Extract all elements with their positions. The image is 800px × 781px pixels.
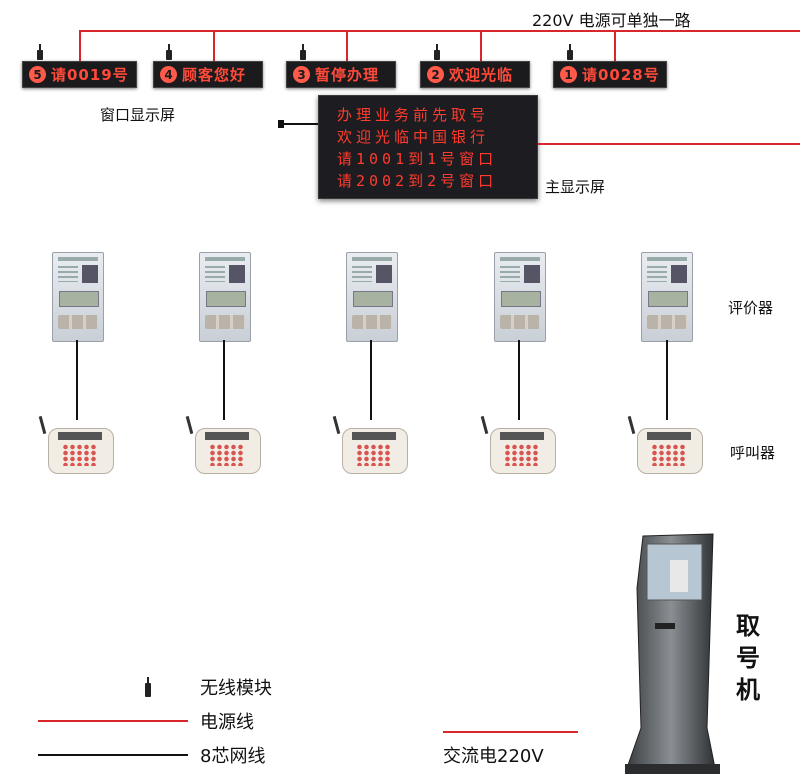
power-drop	[346, 30, 348, 63]
window-display-text: 请0019号	[51, 66, 129, 84]
legend-network-label: 8芯网线	[200, 746, 266, 767]
legend-power-line-sample	[38, 720, 188, 722]
network-cable	[666, 340, 668, 420]
wireless-module-icon	[278, 120, 284, 128]
legend-ac-power-label: 交流电220V	[443, 746, 544, 767]
evaluator-label: 评价器	[728, 299, 774, 317]
window-display-3: 3 暂停办理	[286, 61, 396, 88]
power-drop	[213, 30, 215, 63]
window-display-label: 窗口显示屏	[100, 106, 176, 124]
wireless-module-icon	[434, 44, 440, 60]
legend: 无线模块 电源线 8芯网线 交流电220V	[0, 660, 600, 781]
main-display-antenna-cable	[282, 123, 318, 125]
pager-device	[627, 415, 703, 474]
power-line-top	[80, 30, 800, 32]
wireless-module-icon	[567, 44, 573, 60]
main-display-label: 主显示屏	[545, 178, 606, 196]
window-number-badge: 4	[160, 66, 177, 83]
main-display: 办理业务前先取号 欢迎光临中国银行 请1001到1号窗口 请2002到2号窗口	[318, 95, 538, 199]
ticket-machine-char: 取	[736, 612, 760, 640]
window-display-text: 请0028号	[582, 66, 660, 84]
pager-device	[38, 415, 114, 474]
window-display-5: 5 请0019号	[22, 61, 137, 88]
network-cable	[223, 340, 225, 420]
pager-device	[185, 415, 261, 474]
wireless-module-icon	[145, 677, 151, 699]
pager-device	[480, 415, 556, 474]
network-cable	[518, 340, 520, 420]
ticket-machine-char: 号	[736, 644, 760, 672]
legend-wireless-label: 无线模块	[200, 678, 272, 699]
network-cable	[76, 340, 78, 420]
evaluator-device	[52, 252, 104, 342]
ticket-machine-char: 机	[736, 676, 760, 704]
pager-device	[332, 415, 408, 474]
window-number-badge: 3	[293, 66, 310, 83]
window-display-text: 暂停办理	[315, 66, 380, 84]
main-display-line: 请1001到1号窗口	[337, 150, 498, 168]
window-display-1: 1 请0028号	[553, 61, 667, 88]
ticket-machine-label: 取 号 机	[735, 610, 761, 706]
wireless-module-icon	[300, 44, 306, 60]
window-display-text: 顾客您好	[182, 66, 247, 84]
wireless-module-icon	[37, 44, 43, 60]
main-display-line: 请2002到2号窗口	[337, 172, 498, 190]
main-display-line: 办理业务前先取号	[337, 106, 490, 124]
evaluator-device	[641, 252, 693, 342]
power-supply-label: 220V 电源可单独一路	[532, 11, 691, 30]
ticket-machine-kiosk	[625, 533, 720, 774]
evaluator-device	[346, 252, 398, 342]
window-number-badge: 2	[427, 66, 444, 83]
wireless-module-icon	[166, 44, 172, 60]
window-display-text: 欢迎光临	[449, 66, 514, 84]
main-display-power-line	[538, 143, 800, 145]
power-drop	[480, 30, 482, 63]
window-number-badge: 1	[560, 66, 577, 83]
pager-label: 呼叫器	[730, 444, 776, 462]
window-display-2: 2 欢迎光临	[420, 61, 530, 88]
main-display-line: 欢迎光临中国银行	[337, 128, 490, 146]
network-cable	[370, 340, 372, 420]
power-drop	[79, 30, 81, 63]
window-display-4: 4 顾客您好	[153, 61, 263, 88]
power-drop	[614, 30, 616, 63]
legend-ac-power-line-sample	[443, 731, 578, 733]
evaluator-device	[199, 252, 251, 342]
evaluator-device	[494, 252, 546, 342]
legend-network-line-sample	[38, 754, 188, 756]
window-number-badge: 5	[29, 66, 46, 83]
legend-power-line-label: 电源线	[200, 712, 254, 733]
